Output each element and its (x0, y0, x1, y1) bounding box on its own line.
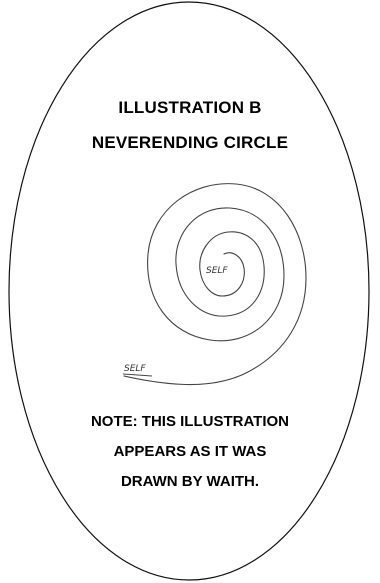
center-self-label: SELF (206, 266, 228, 276)
note-line-1: NOTE: THIS ILLUSTRATION (0, 409, 380, 435)
title-line-2: NEVERENDING CIRCLE (0, 133, 380, 153)
note-line-3: DRAWN BY WAITH. (0, 469, 380, 495)
note-line-2: APPEARS AS IT WAS (0, 439, 380, 465)
outer-label-underline (123, 374, 152, 376)
title-line-1: ILLUSTRATION B (0, 98, 380, 118)
outer-self-label: SELF (124, 364, 146, 374)
spiral-line (124, 184, 306, 385)
